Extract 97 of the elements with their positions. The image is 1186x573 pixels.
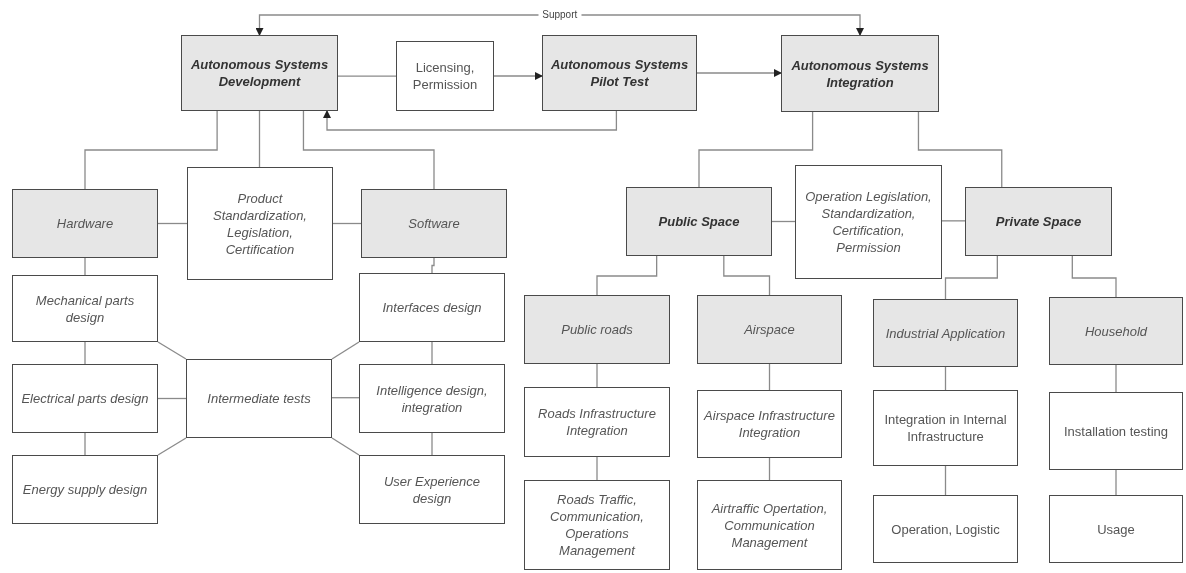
process-box bbox=[524, 295, 670, 364]
connector-line bbox=[157, 222, 188, 225]
box-label: Airtraffic Opertation, Communication Management bbox=[710, 499, 829, 551]
connector-line bbox=[596, 363, 598, 388]
box-label: Airspace Infrastructure Integration bbox=[702, 407, 836, 441]
connector-line bbox=[771, 220, 796, 223]
connector-line bbox=[337, 75, 397, 77]
connector-line bbox=[84, 110, 218, 190]
box-label: Autonomous Systems Development bbox=[189, 56, 330, 90]
connector-line bbox=[723, 255, 771, 296]
connector-line bbox=[331, 437, 360, 456]
connector-line bbox=[698, 111, 814, 188]
process-box bbox=[542, 35, 697, 111]
box-label: Interfaces design bbox=[382, 299, 482, 316]
process-box bbox=[626, 187, 772, 256]
box-label: Public roads bbox=[561, 321, 633, 338]
process-box bbox=[781, 35, 939, 112]
process-box bbox=[12, 364, 158, 433]
process-box bbox=[186, 359, 332, 438]
connector-line bbox=[1115, 469, 1117, 496]
connector-line bbox=[596, 456, 598, 481]
connector-line bbox=[331, 397, 360, 399]
box-label: Energy supply design bbox=[22, 481, 148, 498]
box-label: Hardware bbox=[56, 215, 114, 232]
connector-line bbox=[944, 465, 947, 496]
box-label: Household bbox=[1084, 322, 1148, 340]
box-label: User Experience design bbox=[382, 472, 482, 507]
process-box bbox=[524, 480, 670, 570]
connector-line bbox=[157, 397, 187, 400]
connector-line bbox=[941, 220, 966, 222]
connector-line bbox=[258, 110, 261, 168]
connector-line bbox=[768, 457, 771, 481]
box-label: Operation, Logistic bbox=[891, 520, 1000, 538]
box-label: Licensing, Permission bbox=[411, 59, 479, 93]
process-box bbox=[873, 390, 1018, 466]
connector-line bbox=[157, 437, 187, 456]
connector-line bbox=[944, 366, 947, 391]
connector-line bbox=[157, 341, 187, 360]
process-box bbox=[359, 273, 505, 342]
process-box bbox=[359, 364, 505, 433]
process-box bbox=[396, 41, 494, 111]
box-label: Electrical parts design bbox=[21, 390, 149, 407]
box-label: Airspace bbox=[744, 321, 795, 338]
process-box bbox=[697, 480, 842, 570]
process-box bbox=[524, 387, 670, 457]
box-label: Installation testing bbox=[1063, 422, 1169, 440]
process-box bbox=[1049, 392, 1183, 470]
process-box bbox=[187, 167, 333, 280]
process-box bbox=[361, 189, 507, 258]
edge-label: Support bbox=[538, 9, 582, 21]
connector-line bbox=[84, 257, 86, 276]
box-label: Mechanical parts design bbox=[34, 291, 136, 326]
connector-line bbox=[331, 341, 360, 360]
process-box bbox=[873, 495, 1018, 563]
connector-line bbox=[768, 363, 771, 391]
box-label: Private Space bbox=[995, 213, 1082, 230]
arrow bbox=[696, 69, 782, 77]
process-box bbox=[873, 299, 1018, 367]
connector-line bbox=[84, 432, 86, 456]
process-box bbox=[965, 187, 1112, 256]
connector-line bbox=[944, 255, 998, 300]
process-box bbox=[181, 35, 338, 111]
box-label: Roads Infrastructure Integration bbox=[537, 405, 657, 439]
box-label: Public Space bbox=[658, 213, 740, 230]
box-label: Autonomous Systems Integration bbox=[790, 56, 930, 91]
box-label: Intelligence design, integration bbox=[375, 381, 489, 416]
process-box bbox=[697, 295, 842, 364]
process-box bbox=[12, 189, 158, 258]
connector-line bbox=[1071, 255, 1117, 298]
connector-line bbox=[1115, 364, 1117, 393]
box-label: Roads Traffic, Communication, Operations Management bbox=[549, 491, 645, 559]
connector-line bbox=[431, 432, 433, 456]
box-label: Integration in Internal Infrastructure bbox=[883, 411, 1008, 445]
connector-line bbox=[302, 110, 435, 190]
box-label: Operation Legislation, Standardization, Certification, Permission bbox=[804, 188, 933, 256]
connector-line bbox=[596, 255, 658, 296]
box-label: Product Standardization, Legislation, Certification bbox=[212, 189, 308, 258]
box-label: Autonomous Systems Pilot Test bbox=[549, 56, 690, 90]
process-box bbox=[12, 455, 158, 524]
arrow bbox=[323, 110, 618, 131]
connector-line bbox=[84, 341, 86, 365]
process-box bbox=[1049, 495, 1183, 563]
process-box bbox=[359, 455, 505, 524]
connector-line bbox=[332, 222, 362, 225]
process-box bbox=[1049, 297, 1183, 365]
process-box bbox=[795, 165, 942, 279]
process-box bbox=[12, 275, 158, 342]
connector-line bbox=[917, 111, 1003, 188]
box-label: Industrial Application bbox=[885, 324, 1006, 342]
arrow bbox=[255, 14, 864, 36]
connector-line bbox=[431, 257, 435, 274]
box-label: Intermediate tests bbox=[207, 390, 311, 407]
box-label: Usage bbox=[1097, 520, 1135, 538]
connector-line bbox=[431, 341, 433, 365]
process-box bbox=[697, 390, 842, 458]
arrow bbox=[493, 72, 543, 80]
box-label: Software bbox=[408, 215, 460, 232]
